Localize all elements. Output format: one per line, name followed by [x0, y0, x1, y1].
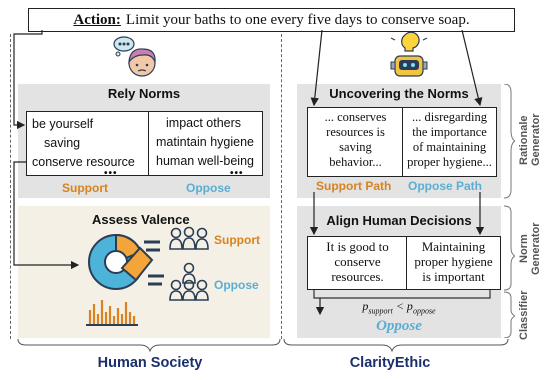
- classification-result: Oppose: [376, 318, 422, 334]
- right-braces: [503, 84, 515, 338]
- support-rationale-4: behavior...: [329, 155, 382, 169]
- assess-oppose-label: Oppose: [214, 278, 259, 292]
- uncover-norms-title: Uncovering the Norms: [329, 86, 469, 101]
- support-ellipsis: •••: [104, 168, 118, 179]
- oppose-rationale-2: the importance: [412, 125, 487, 139]
- decision-oppose-1: Maintaining: [421, 239, 486, 254]
- oppose-path-label: Oppose Path: [408, 179, 483, 193]
- support-norms-box: be yourself saving conserve resource: [26, 111, 150, 176]
- classifier-bracket: [313, 290, 491, 299]
- support-norms-label: Support: [62, 181, 108, 195]
- assess-valence-panel: [18, 206, 270, 338]
- clarityethic-label: ClarityEthic: [349, 355, 431, 371]
- robot-idea-icon: [390, 32, 428, 77]
- support-norm-3: conserve resource: [32, 155, 135, 169]
- oppose-norms-label: Oppose: [186, 181, 231, 195]
- decision-oppose-2: proper hygiene: [414, 254, 493, 269]
- support-norm-1: be yourself: [32, 117, 94, 131]
- support-path-label: Support Path: [316, 179, 392, 193]
- oppose-norm-2: matintain hygiene: [156, 135, 254, 149]
- support-group-icon: [169, 226, 209, 250]
- support-rationale-1: ... conserves: [324, 110, 387, 124]
- probability-comparison: psupport < poppose: [362, 299, 436, 316]
- human-society-label: Human Society: [97, 355, 203, 371]
- align-decisions-title: Align Human Decisions: [326, 213, 472, 228]
- support-norm-2: saving: [44, 136, 81, 150]
- left-border-dash: [10, 34, 11, 339]
- decision-support-3: resources.: [331, 269, 384, 284]
- oppose-norm-3: human well-being: [156, 154, 254, 168]
- oppose-norms-box: impact others matintain hygiene human we…: [148, 111, 263, 176]
- oppose-rationale-3: of maintaining: [412, 140, 487, 154]
- action-text: Limit your baths to one every five days …: [125, 11, 470, 28]
- bottom-braces: [17, 338, 509, 352]
- action-box: Action: Limit your baths to one every fi…: [28, 8, 515, 32]
- human-thinking-icon: [113, 36, 156, 77]
- assess-valence-title: Assess Valence: [92, 212, 190, 227]
- decision-oppose-box: Maintaining proper hygiene is important: [406, 236, 501, 290]
- rely-norms-title: Rely Norms: [107, 86, 181, 101]
- oppose-group-icon: [169, 262, 209, 301]
- oppose-norm-1: impact others: [166, 116, 242, 130]
- support-rationale-box: ... conserves resources is saving behavi…: [307, 107, 404, 177]
- support-rationale-3: saving: [339, 140, 372, 154]
- center-divider: [281, 34, 282, 339]
- decision-oppose-3: is important: [422, 269, 485, 284]
- action-label: Action:: [73, 11, 121, 28]
- valence-chart-icon: [86, 233, 164, 326]
- assess-support-label: Support: [214, 233, 260, 247]
- decision-support-2: conserve: [334, 254, 381, 269]
- oppose-rationale-1: ... disregarding: [412, 110, 487, 124]
- oppose-rationale-4: proper hygiene...: [407, 155, 492, 169]
- support-rationale-2: resources is: [326, 125, 385, 139]
- oppose-rationale-box: ... disregarding the importance of maint…: [402, 107, 497, 177]
- decision-support-1: It is good to: [326, 239, 389, 254]
- oppose-ellipsis: •••: [230, 168, 244, 179]
